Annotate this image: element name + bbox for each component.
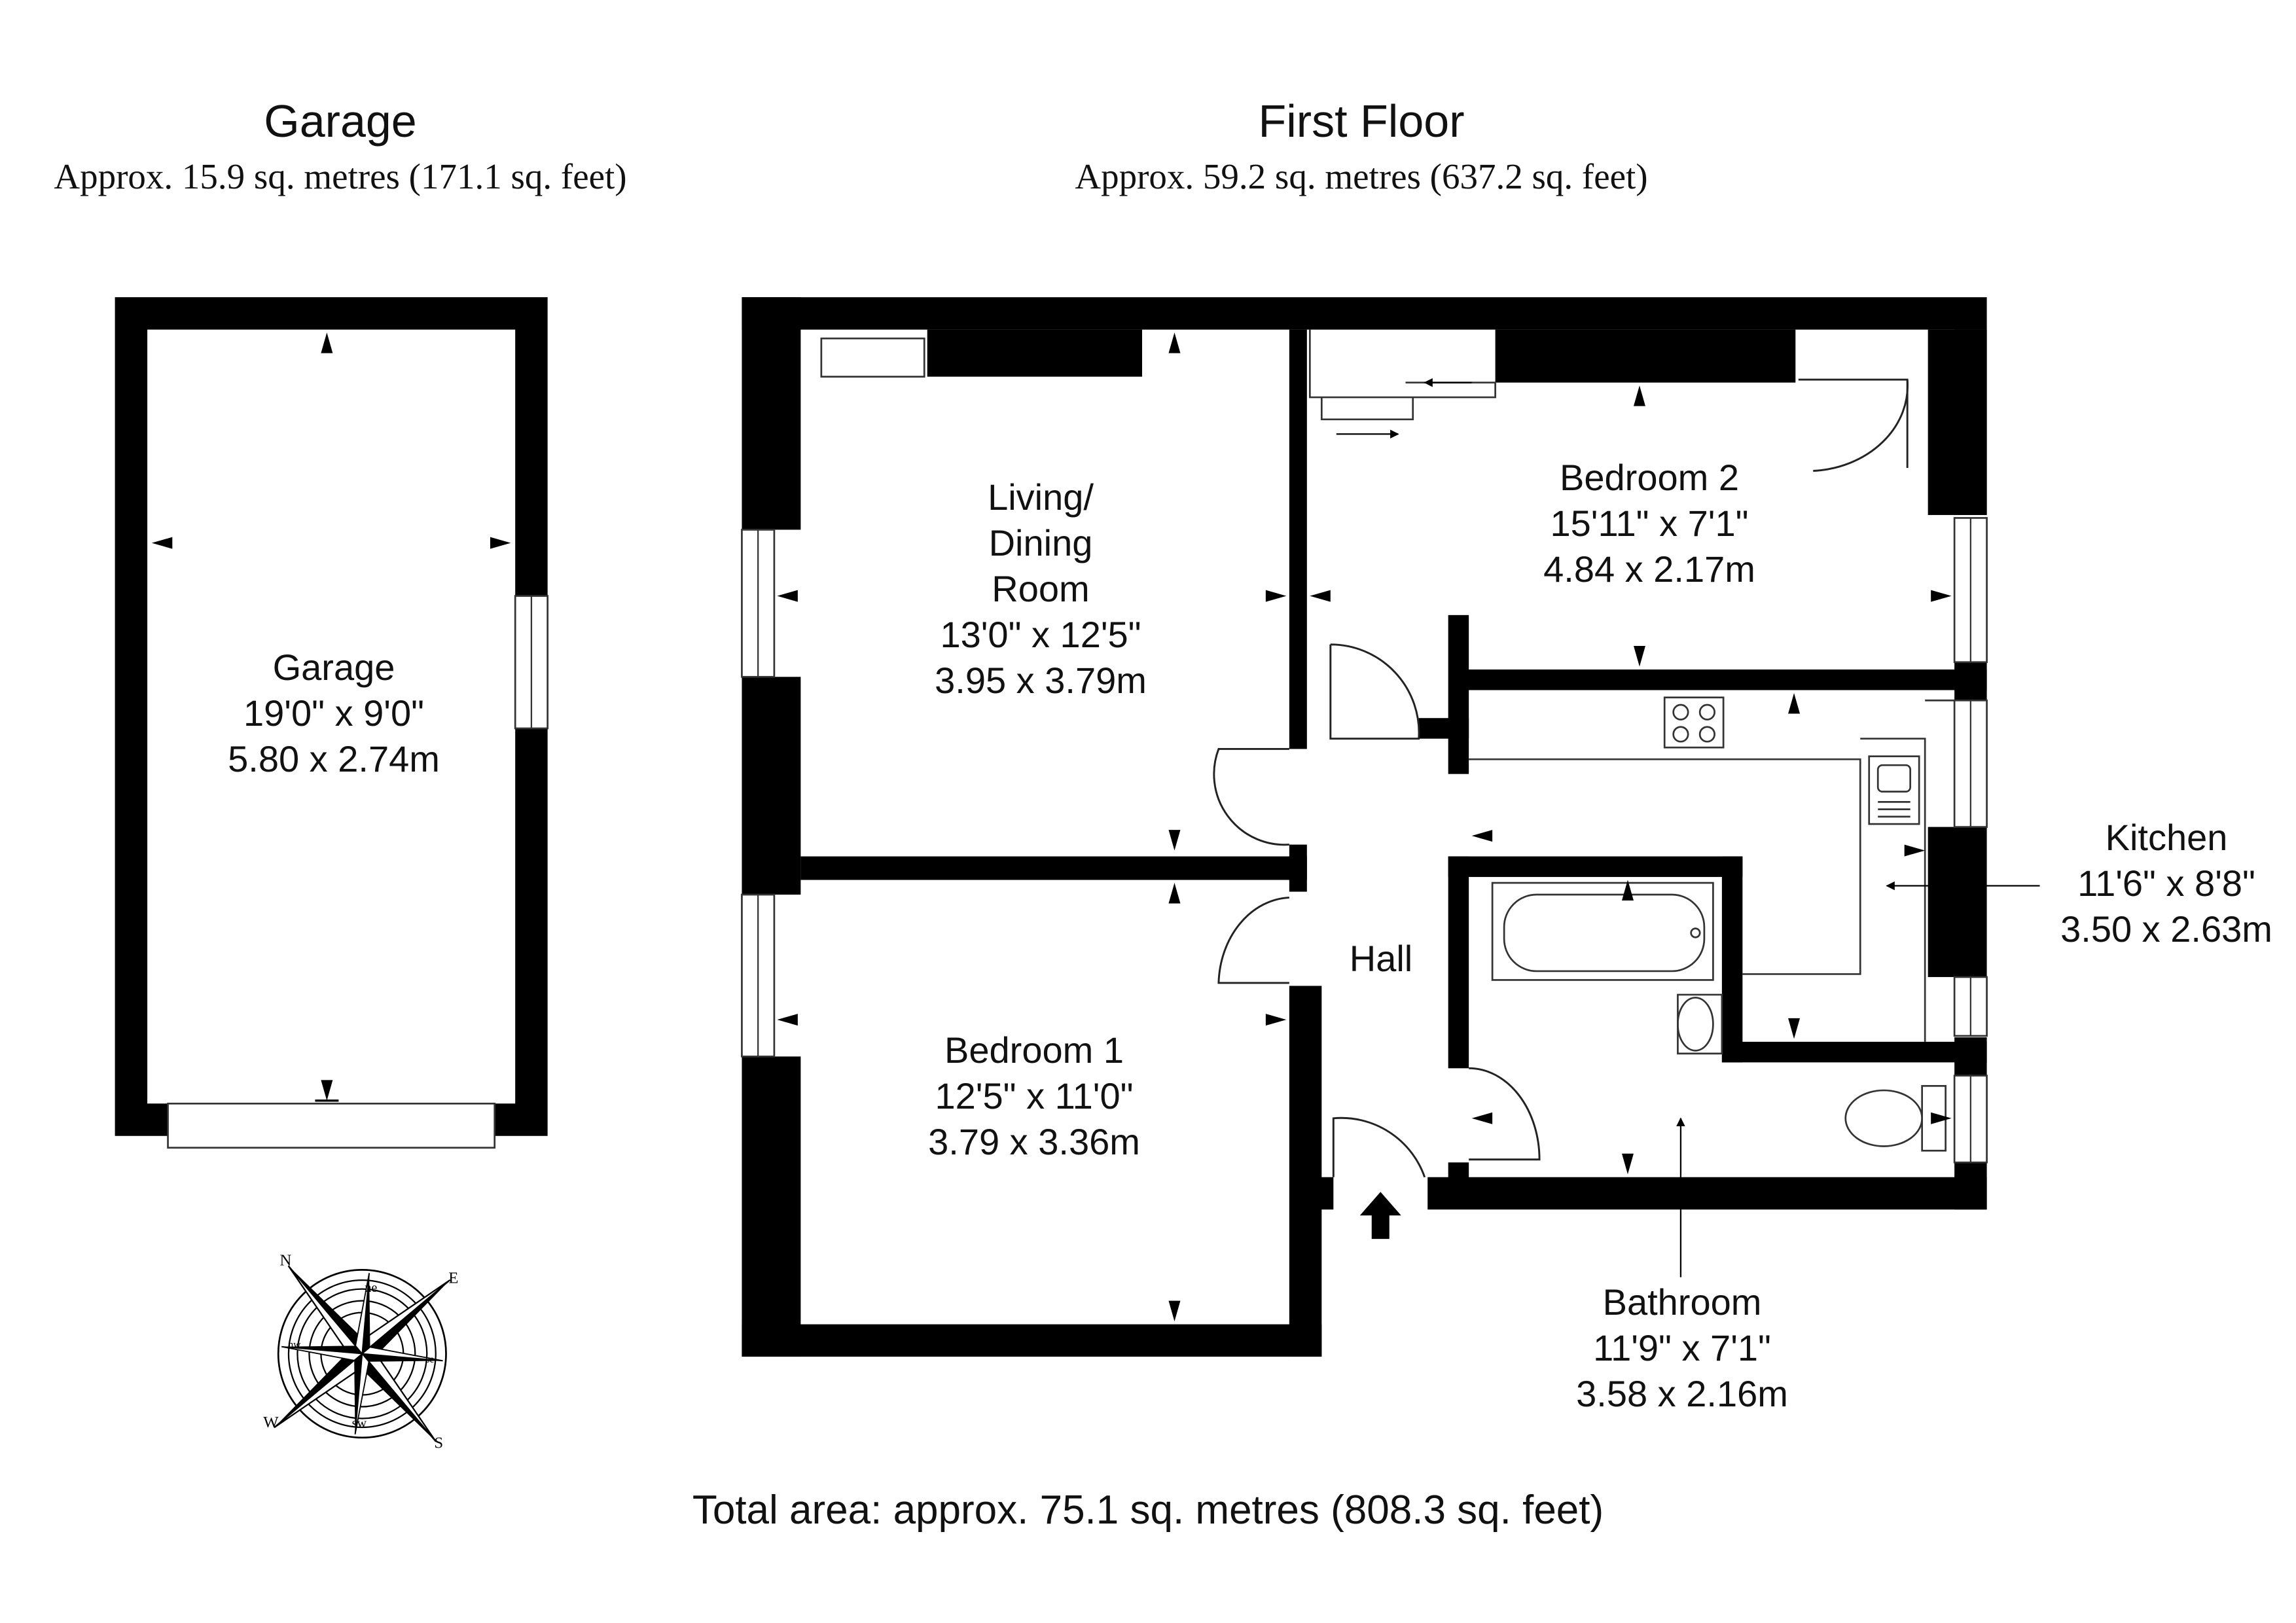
living-imperial: 13'0" x 12'5" xyxy=(940,614,1141,655)
label-leader-lines xyxy=(1676,881,2040,1277)
bathroom-metric: 3.58 x 2.16m xyxy=(1576,1373,1788,1414)
living-name-2: Dining xyxy=(988,522,1093,563)
living-name-3: Room xyxy=(992,568,1090,609)
garage-metric: 5.80 x 2.74m xyxy=(228,738,440,779)
first-floor-walls xyxy=(742,297,1987,1357)
compass-n: N xyxy=(280,1252,292,1270)
compass-e: E xyxy=(448,1270,458,1287)
living-metric: 3.95 x 3.79m xyxy=(935,660,1147,701)
bath-icon xyxy=(1491,882,1714,981)
first-floor-header-area: Approx. 59.2 sq. metres (637.2 sq. feet) xyxy=(1075,156,1648,196)
bedroom2-imperial: 15'11" x 7'1" xyxy=(1550,503,1749,544)
hob-icon xyxy=(1663,696,1725,749)
kitchen-metric: 3.50 x 2.63m xyxy=(2060,908,2272,950)
bedroom1-imperial: 12'5" x 11'0" xyxy=(935,1075,1134,1116)
compass-w: W xyxy=(263,1414,279,1431)
kitchen-imperial: 11'6" x 8'8" xyxy=(2077,863,2255,904)
garage-imperial: 19'0" x 9'0" xyxy=(243,692,424,734)
sink-icon xyxy=(1868,755,1920,825)
bedroom2-cupboard xyxy=(1308,329,1496,421)
dimension-markers xyxy=(777,332,1952,1322)
living-name-1: Living/ xyxy=(988,476,1094,518)
garage-header-area: Approx. 15.9 sq. metres (171.1 sq. feet) xyxy=(54,156,627,196)
toilet-icon xyxy=(1844,1084,1946,1152)
doors xyxy=(1213,378,1909,1178)
garage-door xyxy=(167,1102,496,1149)
bedroom2-name: Bedroom 2 xyxy=(1560,457,1739,498)
bedroom2-metric: 4.84 x 2.17m xyxy=(1543,548,1755,590)
room-label-bedroom-1: Bedroom 1 12'5" x 11'0" 3.79 x 3.36m xyxy=(903,1027,1165,1165)
garage-header-title: Garage xyxy=(264,96,417,147)
bathroom-name: Bathroom xyxy=(1602,1281,1762,1323)
garage-dimension-markers xyxy=(151,332,511,1102)
compass-sw: sw xyxy=(352,1416,367,1431)
compass-nw: nw xyxy=(288,1340,301,1351)
room-label-living-dining: Living/ Dining Room 13'0" x 12'5" 3.95 x… xyxy=(910,474,1172,704)
compass-se: se xyxy=(425,1354,434,1365)
kitchen-worktop xyxy=(1469,699,1955,1042)
room-label-kitchen: Kitchen 11'6" x 8'8" 3.50 x 2.63m xyxy=(2036,815,2296,952)
room-label-bathroom: Bathroom 11'9" x 7'1" 3.58 x 2.16m xyxy=(1551,1279,1813,1417)
compass-s: S xyxy=(434,1434,443,1452)
room-label-garage: Garage 19'0" x 9'0" 5.80 x 2.74m xyxy=(203,645,465,782)
room-label-bedroom-2: Bedroom 2 15'11" x 7'1" 4.84 x 2.17m xyxy=(1518,455,1780,592)
compass-rose-icon: N E S W ne sw se nw xyxy=(263,1252,458,1452)
entrance-arrow-icon xyxy=(1359,1192,1401,1240)
total-area: Total area: approx. 75.1 sq. metres (808… xyxy=(692,1488,1604,1533)
cupboard-arrows xyxy=(1336,378,1472,439)
room-label-hall: Hall xyxy=(1349,938,1413,979)
kitchen-name: Kitchen xyxy=(2105,817,2228,858)
garage-name: Garage xyxy=(272,647,395,688)
bathroom-imperial: 11'9" x 7'1" xyxy=(1593,1327,1771,1368)
basin-icon xyxy=(1677,993,1723,1055)
bedroom1-name: Bedroom 1 xyxy=(944,1029,1124,1071)
bedroom1-metric: 3.79 x 3.36m xyxy=(928,1121,1140,1162)
first-floor-header-title: First Floor xyxy=(1258,96,1465,147)
compass-ne: ne xyxy=(365,1281,377,1295)
